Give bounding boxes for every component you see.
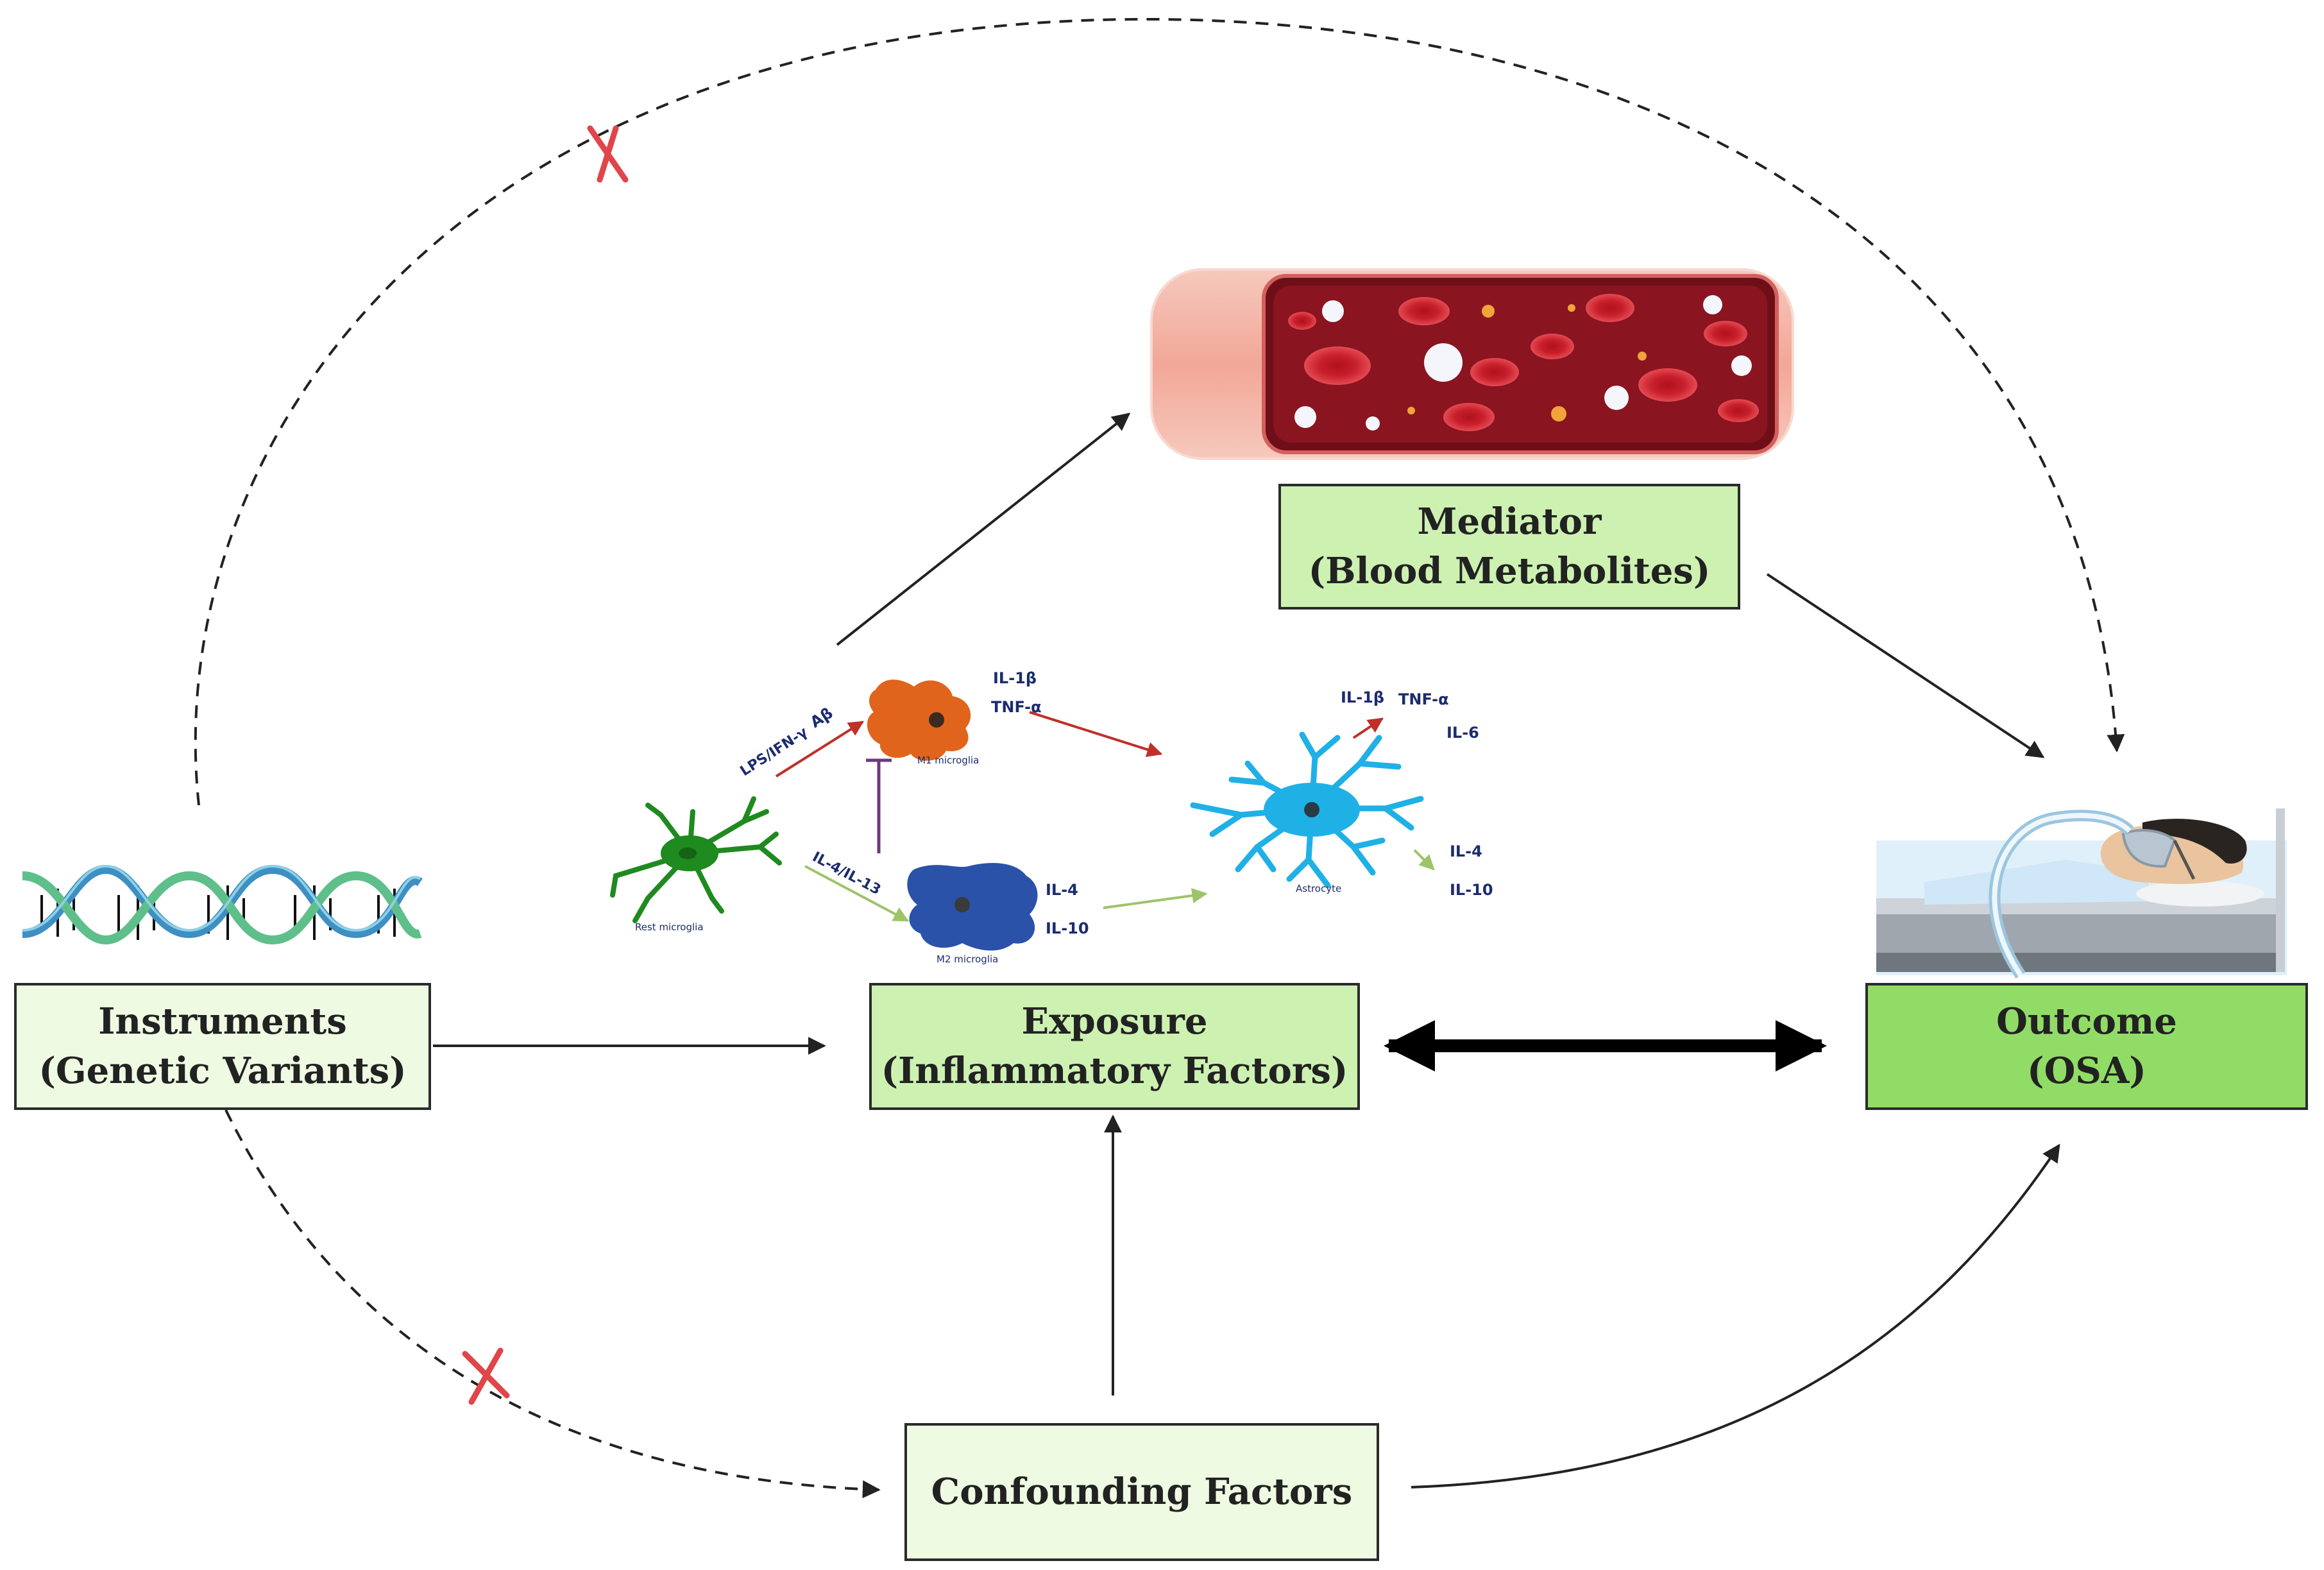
confounding-title: Confounding Factors: [931, 1470, 1353, 1513]
outcome-box: Outcome (OSA): [1865, 983, 2308, 1110]
m2-il10-label: IL-10: [1046, 919, 1089, 937]
instruments-box: Instruments (Genetic Variants): [14, 983, 431, 1110]
mediator-title: Mediator: [1417, 500, 1602, 543]
astro-il6-label: IL-6: [1446, 724, 1479, 742]
arrow-mediator-to-outcome: [1766, 573, 2045, 758]
blood-vessel-image: [1150, 268, 1794, 460]
instruments-title: Instruments: [98, 1000, 347, 1043]
mediator-subtitle: (Blood Metabolites): [1308, 550, 1711, 592]
m1-il1b-label: IL-1β: [993, 669, 1037, 687]
confounding-box: Confounding Factors: [904, 1423, 1379, 1561]
dna-helix-icon: [22, 864, 423, 945]
m1-tnfa-label: TNF-α: [991, 698, 1042, 716]
arrow-exposure-to-mediator: [836, 413, 1131, 646]
m1-microglia-cell: [867, 679, 971, 761]
astro-il1b-label: IL-1β: [1341, 688, 1384, 706]
white-blood-cells: [1294, 295, 1752, 431]
astro-il10-label: IL-10: [1450, 881, 1493, 899]
blocked-cross-icon-lower: [462, 1347, 510, 1405]
outcome-subtitle: (OSA): [2027, 1050, 2146, 1092]
blocked-cross-icon: [587, 125, 629, 183]
exposure-title: Exposure: [1021, 1000, 1208, 1043]
patient-cpap-image: [1876, 808, 2287, 978]
red-blood-cells: [1288, 294, 1759, 431]
astro-il4-label: IL-4: [1450, 842, 1482, 860]
m2-microglia-cell: [907, 863, 1038, 951]
dashed-arrow-instruments-to-confounding: [225, 1109, 881, 1499]
mediator-box: Mediator (Blood Metabolites): [1278, 484, 1740, 610]
platelets: [1407, 304, 1647, 422]
astro-tnfa-label: TNF-α: [1398, 690, 1449, 708]
arrow-confounding-to-outcome: [1411, 1143, 2060, 1489]
exposure-box: Exposure (Inflammatory Factors): [869, 983, 1360, 1110]
instruments-subtitle: (Genetic Variants): [38, 1050, 407, 1092]
dashed-arrow-instruments-to-outcome: [194, 17, 2125, 806]
exposure-subtitle: (Inflammatory Factors): [881, 1050, 1348, 1092]
abeta-label: Aβ: [807, 704, 836, 731]
m1-microglia-label: M1 microglia: [917, 755, 979, 766]
m2-il4-label: IL-4: [1046, 881, 1078, 899]
lps-ifn-label: LPS/IFN-γ: [738, 724, 811, 780]
outcome-title: Outcome: [1996, 1000, 2177, 1043]
m2-microglia-label: M2 microglia: [937, 953, 998, 965]
astrocyte-cell: [1190, 731, 1424, 889]
astrocyte-label: Astrocyte: [1296, 883, 1341, 894]
microglia-illustration: Rest microglia M1 microglia M2 microglia…: [610, 669, 1493, 965]
rest-microglia-label: Rest microglia: [635, 921, 704, 933]
